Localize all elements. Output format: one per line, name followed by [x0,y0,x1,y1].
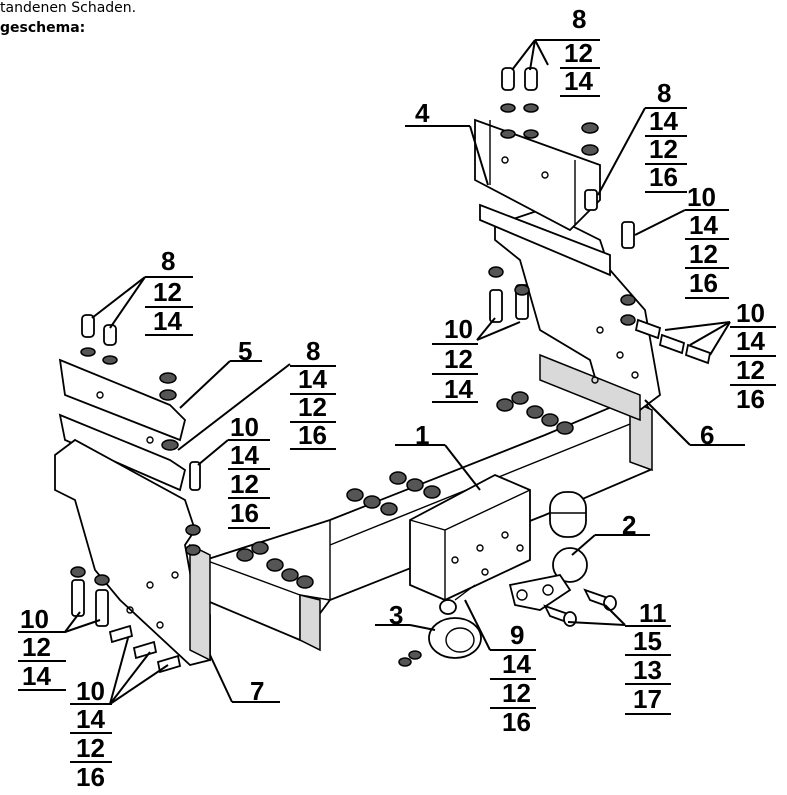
callout-8-left2-line4: 16 [298,420,327,450]
callout-10-bottomleft-line1: 10 [76,676,105,706]
callout-8-left2-line3: 12 [298,392,327,422]
left-side-bracket [54,438,211,666]
tow-ball [508,491,588,611]
callout-10-left-line2: 14 [230,440,259,470]
callout-4: 4 [415,98,430,128]
callout-8-topright-line4: 16 [649,162,678,192]
callout-10-farright-line3: 12 [736,355,765,385]
callout-10-farright: 10 14 12 16 [730,298,776,414]
callout-10-left: 10 14 12 16 [228,412,270,529]
callout-11-line1: 11 [639,598,667,628]
callout-10-bottomleft-line4: 16 [76,762,105,792]
callout-8-topright-line1: 8 [657,78,671,108]
callout-8-topright-line3: 12 [649,134,678,164]
callout-11-line3: 13 [633,655,662,685]
callout-10-lowerleft-line2: 12 [22,632,51,662]
callout-1-line1: 1 [415,420,429,450]
header-text-line2: geschema: [0,20,86,36]
center-receiver [409,474,531,601]
callout-7: 7 [250,676,264,706]
callout-10-bottomleft: 10 14 12 16 [70,676,112,792]
callout-8-top-line3: 14 [564,66,593,96]
callout-10-right-line3: 12 [689,239,718,269]
callout-10-right-line4: 16 [689,268,718,298]
leader-lines [64,39,745,705]
callout-10-left-line3: 12 [230,469,259,499]
callout-10-right-line1: 10 [687,182,716,212]
callout-1: 1 [415,420,429,450]
electric-socket [398,584,482,667]
callout-10-left-line1: 10 [230,412,259,442]
callout-2-line1: 2 [622,510,636,540]
callout-8-topright-line2: 14 [649,106,678,136]
callout-10-farright-line4: 16 [736,384,765,414]
callout-9-line2: 14 [502,649,531,679]
callout-4-line1: 4 [415,98,430,128]
callout-8-left-line3: 14 [153,306,182,336]
callout-10-lowerleft-line3: 14 [22,661,51,691]
callout-11-line4: 17 [633,684,662,714]
callout-8-left2-line2: 14 [298,364,327,394]
callout-9-line4: 16 [502,707,531,737]
callout-5-line1: 5 [238,336,252,366]
callout-8-left: 8 12 14 [145,246,193,336]
callout-8-left2: 8 14 12 16 [290,336,336,450]
right-side-bracket [494,209,661,422]
callout-7-line1: 7 [250,676,264,706]
callout-10-farright-line2: 14 [736,326,765,356]
callout-10-mid: 10 12 14 [432,314,478,404]
callout-8-left-line1: 8 [161,246,175,276]
callout-6-line1: 6 [700,420,714,450]
callout-10-mid-line2: 12 [444,344,473,374]
callout-10-left-line4: 16 [230,498,259,528]
callout-8-topright: 8 14 12 16 [645,78,687,193]
callout-10-right: 10 14 12 16 [685,182,729,299]
callout-10-bottomleft-line2: 14 [76,704,105,734]
callout-3: 3 [389,600,403,630]
callout-3-line1: 3 [389,600,403,630]
callout-2: 2 [622,510,636,540]
callout-6: 6 [700,420,714,450]
callout-10-mid-line3: 14 [444,374,473,404]
callout-10-mid-line1: 10 [444,314,473,344]
callout-8-top-line2: 12 [564,38,593,68]
callout-10-farright-line1: 10 [736,298,765,328]
header-text-line1: tandenen Schaden. [0,0,137,16]
callout-8-left2-line1: 8 [306,336,320,366]
callout-9: 9 14 12 16 [490,620,536,737]
callout-10-lowerleft: 10 12 14 [18,604,66,691]
callout-10-right-line2: 14 [689,210,718,240]
callout-5: 5 [238,336,252,366]
callout-10-lowerleft-line1: 10 [20,604,49,634]
left-top-plate [58,358,187,492]
callout-11: 11 15 13 17 [625,598,671,715]
callout-8-top: 8 12 14 [560,4,600,97]
callout-8-top-line1: 8 [572,4,586,34]
hardware-stacks [70,67,712,674]
callout-9-line1: 9 [510,620,524,650]
callout-10-bottomleft-line3: 12 [76,733,105,763]
callout-11-line2: 15 [633,626,662,656]
callout-8-left-line2: 12 [153,277,182,307]
right-top-plate [474,118,611,277]
callout-9-line3: 12 [502,678,531,708]
